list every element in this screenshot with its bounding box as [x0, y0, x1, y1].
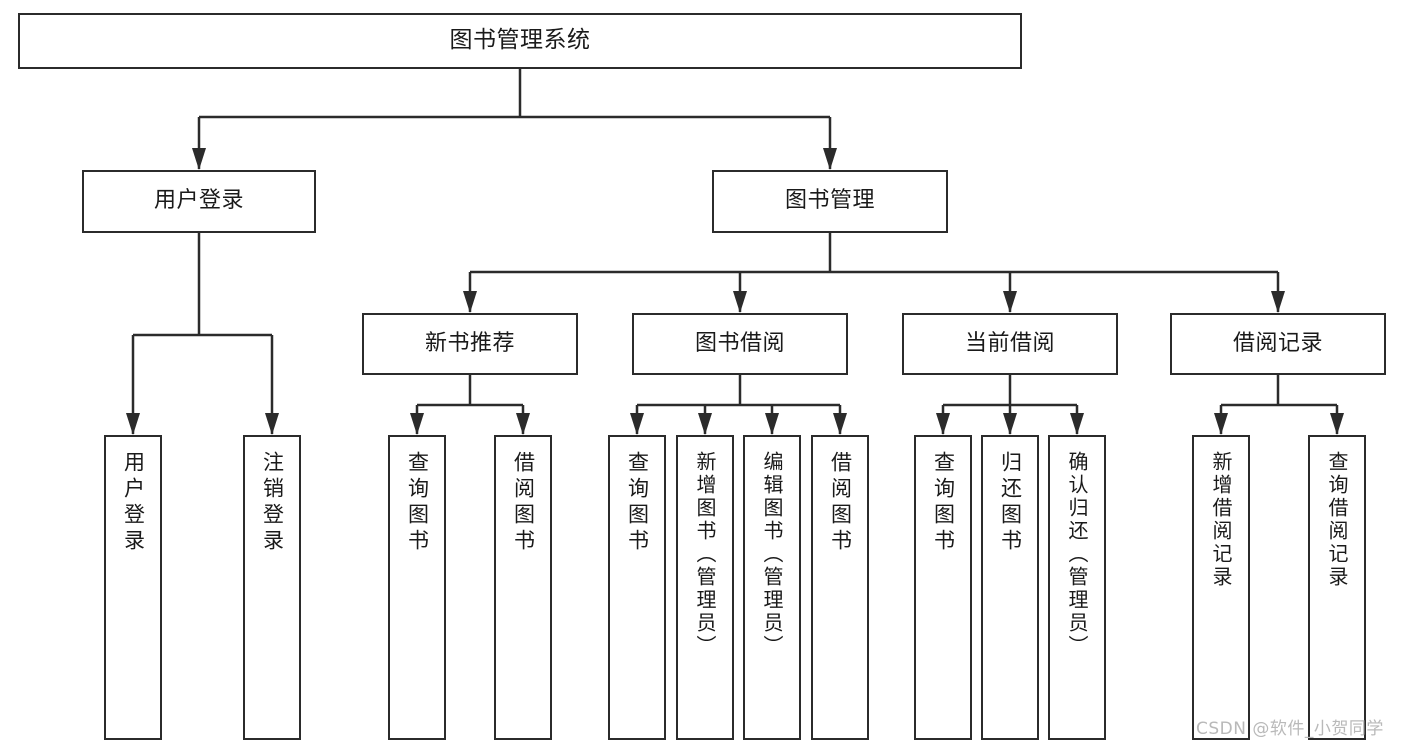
connector-arrowhead	[516, 413, 530, 435]
connector-arrowhead	[765, 413, 779, 435]
node-l3-bw-edit[interactable]: 编辑图书（管理员）	[743, 435, 801, 740]
node-l3-rc-query[interactable]: 查询借阅记录	[1308, 435, 1366, 740]
connector-arrowhead	[1330, 413, 1344, 435]
node-l2-records[interactable]: 借阅记录	[1170, 313, 1386, 375]
connector-arrowhead	[192, 148, 206, 170]
connector-arrowhead	[463, 291, 477, 313]
connector-arrowhead	[1003, 413, 1017, 435]
connector-arrowhead	[1271, 291, 1285, 313]
node-l3-nb-borrow[interactable]: 借阅图书	[494, 435, 552, 740]
node-l3-rc-add[interactable]: 新增借阅记录	[1192, 435, 1250, 740]
connector-arrowhead	[630, 413, 644, 435]
connector-arrowhead	[936, 413, 950, 435]
node-label: 查询借阅记录	[1325, 451, 1349, 589]
connector-arrowhead	[698, 413, 712, 435]
connector-arrowhead	[1070, 413, 1084, 435]
node-label: 归还图书	[998, 451, 1023, 555]
node-l3-cb-query[interactable]: 查询图书	[914, 435, 972, 740]
node-label: 图书管理系统	[449, 27, 591, 54]
node-label: 查询图书	[625, 451, 650, 555]
node-label: 查询图书	[405, 451, 430, 555]
node-label: 当前借阅	[964, 330, 1055, 356]
node-label: 借阅记录	[1232, 330, 1323, 356]
node-label: 借阅图书	[511, 451, 536, 555]
connector-arrowhead	[1003, 291, 1017, 313]
connector-arrowhead	[1214, 413, 1228, 435]
node-l1-book-manage[interactable]: 图书管理	[712, 170, 948, 233]
connector-arrowhead	[410, 413, 424, 435]
node-l3-nb-query[interactable]: 查询图书	[388, 435, 446, 740]
connector-arrowhead	[126, 413, 140, 435]
node-label: 借阅图书	[828, 451, 853, 555]
connector-arrowhead	[733, 291, 747, 313]
node-l3-cb-return[interactable]: 归还图书	[981, 435, 1039, 740]
node-label: 图书借阅	[694, 330, 785, 356]
node-label: 新增借阅记录	[1209, 451, 1233, 589]
node-l3-bw-query[interactable]: 查询图书	[608, 435, 666, 740]
node-l3-user-logout[interactable]: 注销登录	[243, 435, 301, 740]
node-label: 编辑图书（管理员）	[760, 451, 784, 658]
node-l1-user-login[interactable]: 用户登录	[82, 170, 316, 233]
node-l3-bw-add[interactable]: 新增图书（管理员）	[676, 435, 734, 740]
node-label: 图书管理	[784, 188, 875, 214]
node-l3-bw-borrow[interactable]: 借阅图书	[811, 435, 869, 740]
node-l2-borrow[interactable]: 图书借阅	[632, 313, 848, 375]
node-root[interactable]: 图书管理系统	[18, 13, 1022, 69]
node-label: 注销登录	[260, 451, 285, 555]
node-label: 新书推荐	[424, 330, 515, 356]
connector-arrowhead	[833, 413, 847, 435]
node-l3-user-login[interactable]: 用户登录	[104, 435, 162, 740]
watermark-text: CSDN @软件_小贺同学	[1196, 719, 1384, 739]
node-label: 用户登录	[121, 451, 146, 555]
node-label: 确认归还（管理员）	[1065, 451, 1089, 658]
node-label: 查询图书	[931, 451, 956, 555]
node-l3-cb-confirm[interactable]: 确认归还（管理员）	[1048, 435, 1106, 740]
connector-arrowhead	[823, 148, 837, 170]
node-l2-current[interactable]: 当前借阅	[902, 313, 1118, 375]
node-l2-new-book[interactable]: 新书推荐	[362, 313, 578, 375]
node-label: 用户登录	[153, 188, 244, 214]
node-label: 新增图书（管理员）	[693, 451, 717, 658]
connector-arrowhead	[265, 413, 279, 435]
